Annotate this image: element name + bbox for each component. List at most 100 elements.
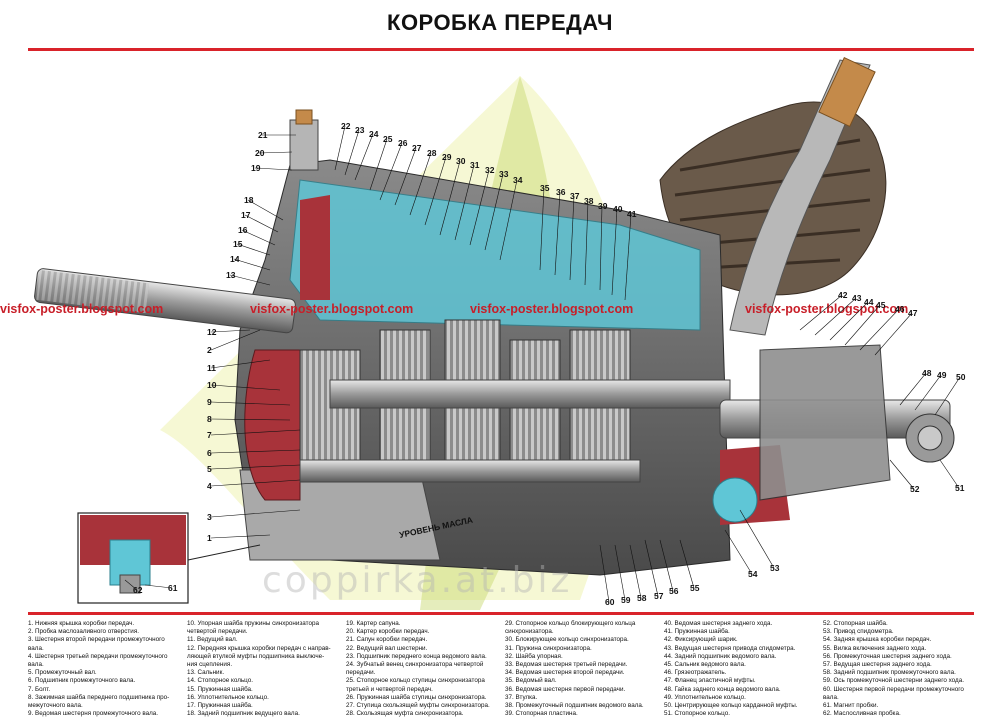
callout-leader-38	[584, 200, 589, 286]
callout-56: 56	[669, 586, 679, 596]
legend-item: 52. Стопорная шайба.	[823, 620, 888, 627]
legend-item: 42. Фиксирующий шарик.	[664, 636, 738, 644]
legend-item: 39. Стопорная пластина.	[505, 710, 578, 718]
callout-leader-14	[233, 258, 271, 271]
breather-cap	[295, 109, 313, 125]
callout-1: 1	[207, 533, 212, 543]
legend-item: третьей и четвертой передач.	[346, 685, 433, 693]
callout-leader-46	[859, 308, 900, 351]
callout-20: 20	[255, 148, 265, 158]
legend-item: 43. Ведущая шестерня привода спидометра.	[664, 644, 796, 652]
legend-item: 23. Подшипник переднего конца ведомого в…	[346, 652, 487, 660]
callout-leader-10	[210, 384, 281, 391]
callout-27: 27	[412, 143, 422, 153]
callout-leader-29	[424, 156, 447, 226]
callout-leader-19	[254, 167, 293, 171]
legend-item: 51. Стопорное кольцо.	[664, 710, 730, 718]
callout-leader-20	[258, 151, 293, 154]
callout-4: 4	[207, 481, 212, 491]
callout-28: 28	[427, 148, 437, 158]
legend-item: 20. Картер коробки передач.	[346, 628, 430, 636]
callout-leader-26	[379, 142, 403, 201]
callout-leader-11	[210, 359, 271, 369]
callout-19: 19	[251, 163, 261, 173]
legend-column-3: 19. Картер сапуна.20. Картер коробки пер…	[346, 620, 501, 720]
callout-42: 42	[838, 290, 848, 300]
legend-item: 57. Ведущая шестерня заднего хода.	[823, 661, 932, 669]
callout-leader-7	[210, 429, 301, 436]
callout-46: 46	[895, 304, 905, 314]
legend-item: межуточного вала.	[28, 702, 83, 710]
parts-legend: 1. Нижняя крышка коробки передач.2. Проб…	[28, 620, 978, 720]
callout-leader-31	[454, 164, 475, 241]
watermark-4: visfox-poster.blogspot.com	[745, 302, 908, 316]
legend-item: 11. Ведущий вал.	[187, 636, 238, 644]
callout-leader-27	[394, 147, 417, 206]
callout-leader-39	[599, 205, 603, 291]
callout-48: 48	[922, 368, 932, 378]
legend-item: 58. Задний подшипник промежуточного вала…	[823, 669, 956, 677]
callout-leader-13	[229, 274, 271, 286]
legend-item: 18. Задний подшипник ведущего вала.	[187, 710, 300, 718]
callout-leader-18	[247, 199, 284, 221]
legend-item: ния сцепления.	[187, 661, 233, 669]
legend-item: 1. Нижняя крышка коробки передач.	[28, 620, 135, 627]
callout-leader-17	[244, 214, 279, 233]
callout-36: 36	[556, 187, 566, 197]
callout-61: 61	[168, 583, 178, 593]
legend-item: 25. Стопорное кольцо ступицы синхронизат…	[346, 677, 485, 685]
legend-item: 31. Пружина синхронизатора.	[505, 644, 592, 652]
legend-item: 26. Пружинная шайба ступицы синхронизато…	[346, 693, 487, 701]
legend-item: вала.	[823, 693, 839, 701]
bottom-divider	[28, 612, 974, 615]
callout-21: 21	[258, 130, 268, 140]
legend-item: 33. Ведомая шестерня третьей передачи.	[505, 661, 628, 669]
callout-leader-45	[844, 304, 881, 346]
callout-16: 16	[238, 225, 248, 235]
rear-red-cover	[244, 349, 301, 501]
callout-22: 22	[341, 121, 351, 131]
legend-item: вала.	[28, 644, 44, 652]
callout-62: 62	[133, 585, 143, 595]
callout-11: 11	[207, 363, 216, 373]
legend-item: 17. Пружинная шайба.	[187, 702, 253, 710]
legend-item: 6. Подшипник промежуточного вала.	[28, 677, 136, 685]
callout-47: 47	[908, 308, 918, 318]
callout-leader-51	[939, 459, 960, 489]
legend-column-6: 52. Стопорная шайба.53. Привод спидометр…	[823, 620, 978, 720]
legend-item: 46. Грязеотражатель.	[664, 669, 727, 677]
poster-title: КОРОБКА ПЕРЕДАЧ	[387, 10, 613, 35]
legend-item: 9. Ведомая шестерня промежуточного вала.	[28, 710, 159, 718]
callout-leader-54	[724, 529, 753, 575]
legend-item: 21. Сапун коробки передач.	[346, 636, 428, 644]
legend-item: 5. Промежуточный вал.	[28, 669, 97, 677]
legend-item: 13. Сальник.	[187, 669, 225, 677]
callout-32: 32	[485, 165, 495, 175]
callout-30: 30	[456, 156, 466, 166]
legend-item: 48. Гайка заднего конца ведомого вала.	[664, 685, 781, 693]
callout-51: 51	[955, 483, 965, 493]
callout-leader-34	[499, 179, 518, 261]
callout-41: 41	[627, 209, 637, 219]
callout-leaders	[124, 125, 961, 603]
callout-29: 29	[442, 152, 452, 162]
callout-leader-1	[210, 534, 271, 539]
callout-leader-62	[124, 579, 138, 591]
legend-item: вала.	[28, 661, 44, 669]
callout-58: 58	[637, 593, 647, 603]
legend-item: 24. Зубчатый венец синхронизатора четвер…	[346, 661, 484, 669]
callout-leader-3	[210, 509, 301, 518]
legend-item: 36. Ведомая шестерня первой передачи.	[505, 685, 626, 693]
legend-item: передачи.	[346, 669, 376, 677]
callout-37: 37	[570, 191, 580, 201]
legend-item: 62. Маслосливная пробка.	[823, 710, 901, 718]
output-shaft-main	[329, 379, 731, 409]
legend-item: 8. Зажимная шайба переднего подшипника п…	[28, 693, 170, 701]
callout-leader-37	[569, 195, 575, 281]
legend-item: 10. Упорная шайба пружины синхронизатора	[187, 620, 319, 627]
breather	[289, 119, 319, 171]
callout-31: 31	[470, 160, 480, 170]
legend-item: четвертой передачи.	[187, 628, 248, 636]
callout-24: 24	[369, 129, 379, 139]
